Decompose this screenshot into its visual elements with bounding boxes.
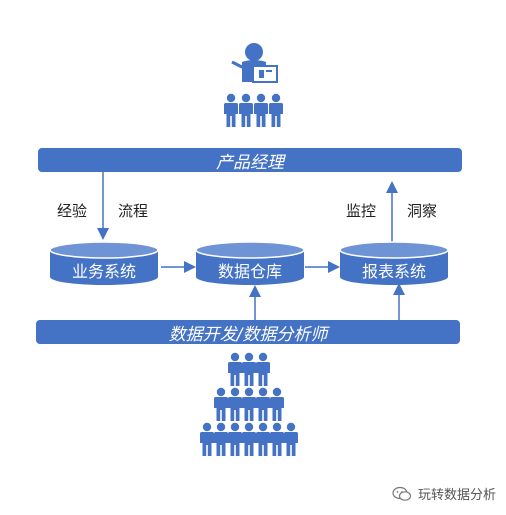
people-group-icon bbox=[224, 93, 283, 127]
product-manager-label: 产品经理 bbox=[216, 152, 284, 173]
data-warehouse-label: 数据仓库 bbox=[217, 262, 282, 281]
watermark: 玩转数据分析 bbox=[392, 484, 496, 503]
data-warehouse-cylinder bbox=[195, 241, 305, 285]
product-manager-bar: 产品经理 bbox=[38, 148, 462, 173]
experience-label: 经验 bbox=[57, 202, 88, 220]
report-system-label: 报表系统 bbox=[361, 262, 426, 281]
insight-label: 洞察 bbox=[407, 202, 438, 220]
report-system-cylinder bbox=[339, 241, 449, 285]
business-system-cylinder bbox=[49, 241, 159, 285]
people-pyramid-icon bbox=[200, 352, 298, 456]
data-developer-analyst-label: 数据开发/数据分析师 bbox=[168, 324, 328, 345]
wechat-icon bbox=[392, 486, 412, 501]
business-system-label: 业务系统 bbox=[71, 262, 136, 281]
process-label: 流程 bbox=[118, 202, 149, 220]
data-developer-analyst-bar: 数据开发/数据分析师 bbox=[36, 320, 460, 345]
watermark-text: 玩转数据分析 bbox=[418, 488, 497, 503]
monitor-label: 监控 bbox=[346, 202, 377, 220]
presenter-at-board-icon bbox=[231, 43, 278, 83]
